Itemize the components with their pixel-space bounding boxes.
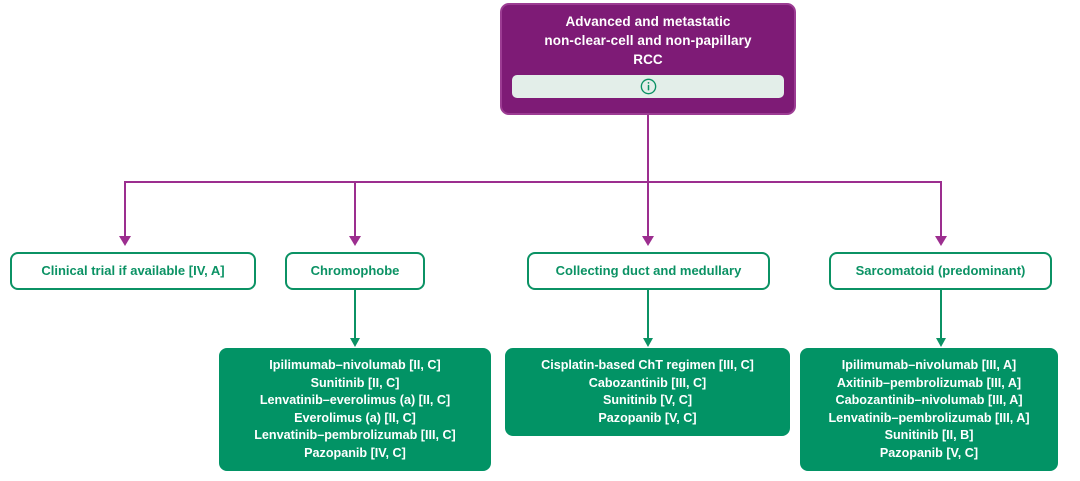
root-node-title-line1: Advanced and metastatic: [565, 14, 731, 29]
treatment-line: Lenvatinib–pembrolizumab [III, C]: [254, 428, 456, 442]
treatment-line: Ipilimumab–nivolumab [II, C]: [269, 358, 441, 372]
treatment-line: Sunitinib [V, C]: [602, 393, 693, 407]
treatment-line: Pazopanib [V, C]: [879, 445, 979, 460]
treatment-line: Pazopanib [V, C]: [598, 410, 697, 425]
connector-green-collecting-duct: [647, 290, 649, 340]
category-label-collecting-duct-medullary: Collecting duct and medullary: [555, 263, 742, 278]
category-label-clinical-trial: Clinical trial if available [IV, A]: [41, 263, 225, 278]
treatment-line: Lenvatinib–pembrolizumab [III, A]: [828, 410, 1030, 425]
root-node-advanced-metastatic-rcc[interactable]: Advanced and metastatic non-clear-cell a…: [500, 3, 796, 115]
root-node-title-line3: RCC: [633, 52, 663, 67]
category-node-chromophobe[interactable]: Chromophobe: [285, 252, 425, 290]
category-node-clinical-trial[interactable]: Clinical trial if available [IV, A]: [10, 252, 256, 290]
arrowhead-green-chromophobe: [350, 338, 360, 347]
treatment-line: Sunitinib [II, B]: [884, 428, 974, 442]
category-node-sarcomatoid[interactable]: Sarcomatoid (predominant): [829, 252, 1052, 290]
connector-drop-chromophobe: [354, 181, 356, 238]
treatment-line: Cabozantinib [III, C]: [588, 375, 707, 390]
connector-drop-collecting-duct: [647, 181, 649, 238]
category-label-sarcomatoid: Sarcomatoid (predominant): [855, 263, 1026, 278]
treatment-line: Pazopanib [IV, C]: [304, 445, 406, 460]
treatment-line: Sunitinib [II, C]: [310, 375, 400, 390]
treatment-node-sarcomatoid[interactable]: Ipilimumab–nivolumab [III, A] Axitinib–p…: [800, 348, 1058, 471]
root-info-bar[interactable]: [512, 75, 784, 98]
treatment-line: Everolimus (a) [II, C]: [294, 410, 416, 425]
arrowhead-green-sarcomatoid: [936, 338, 946, 347]
connector-green-sarcomatoid: [940, 290, 942, 340]
category-node-collecting-duct-medullary[interactable]: Collecting duct and medullary: [527, 252, 770, 290]
arrowhead-green-collecting-duct: [643, 338, 653, 347]
treatment-node-chromophobe[interactable]: Ipilimumab–nivolumab [II, C] Sunitinib […: [219, 348, 491, 471]
treatment-line: Lenvatinib–everolimus (a) [II, C]: [259, 393, 451, 407]
arrowhead-sarcomatoid: [935, 236, 947, 246]
connector-horizontal-bus: [125, 181, 942, 183]
treatment-line: Axitinib–pembrolizumab [III, A]: [836, 375, 1022, 390]
treatment-line: Cabozantinib–nivolumab [III, A]: [835, 393, 1023, 407]
treatment-node-collecting-duct-medullary[interactable]: Cisplatin-based ChT regimen [III, C] Cab…: [505, 348, 790, 436]
treatment-line: Cisplatin-based ChT regimen [III, C]: [541, 358, 754, 372]
connector-green-chromophobe: [354, 290, 356, 340]
category-label-chromophobe: Chromophobe: [310, 263, 400, 278]
connector-drop-clinical-trial: [124, 181, 126, 238]
arrowhead-chromophobe: [349, 236, 361, 246]
connector-drop-sarcomatoid: [940, 181, 942, 238]
root-node-title: Advanced and metastatic non-clear-cell a…: [512, 12, 784, 69]
arrowhead-clinical-trial: [119, 236, 131, 246]
connector-root-stem: [647, 115, 649, 183]
arrowhead-collecting-duct: [642, 236, 654, 246]
info-circle-icon[interactable]: [640, 78, 657, 95]
root-node-title-line2: non-clear-cell and non-papillary: [544, 33, 752, 48]
treatment-line: Ipilimumab–nivolumab [III, A]: [841, 358, 1017, 372]
